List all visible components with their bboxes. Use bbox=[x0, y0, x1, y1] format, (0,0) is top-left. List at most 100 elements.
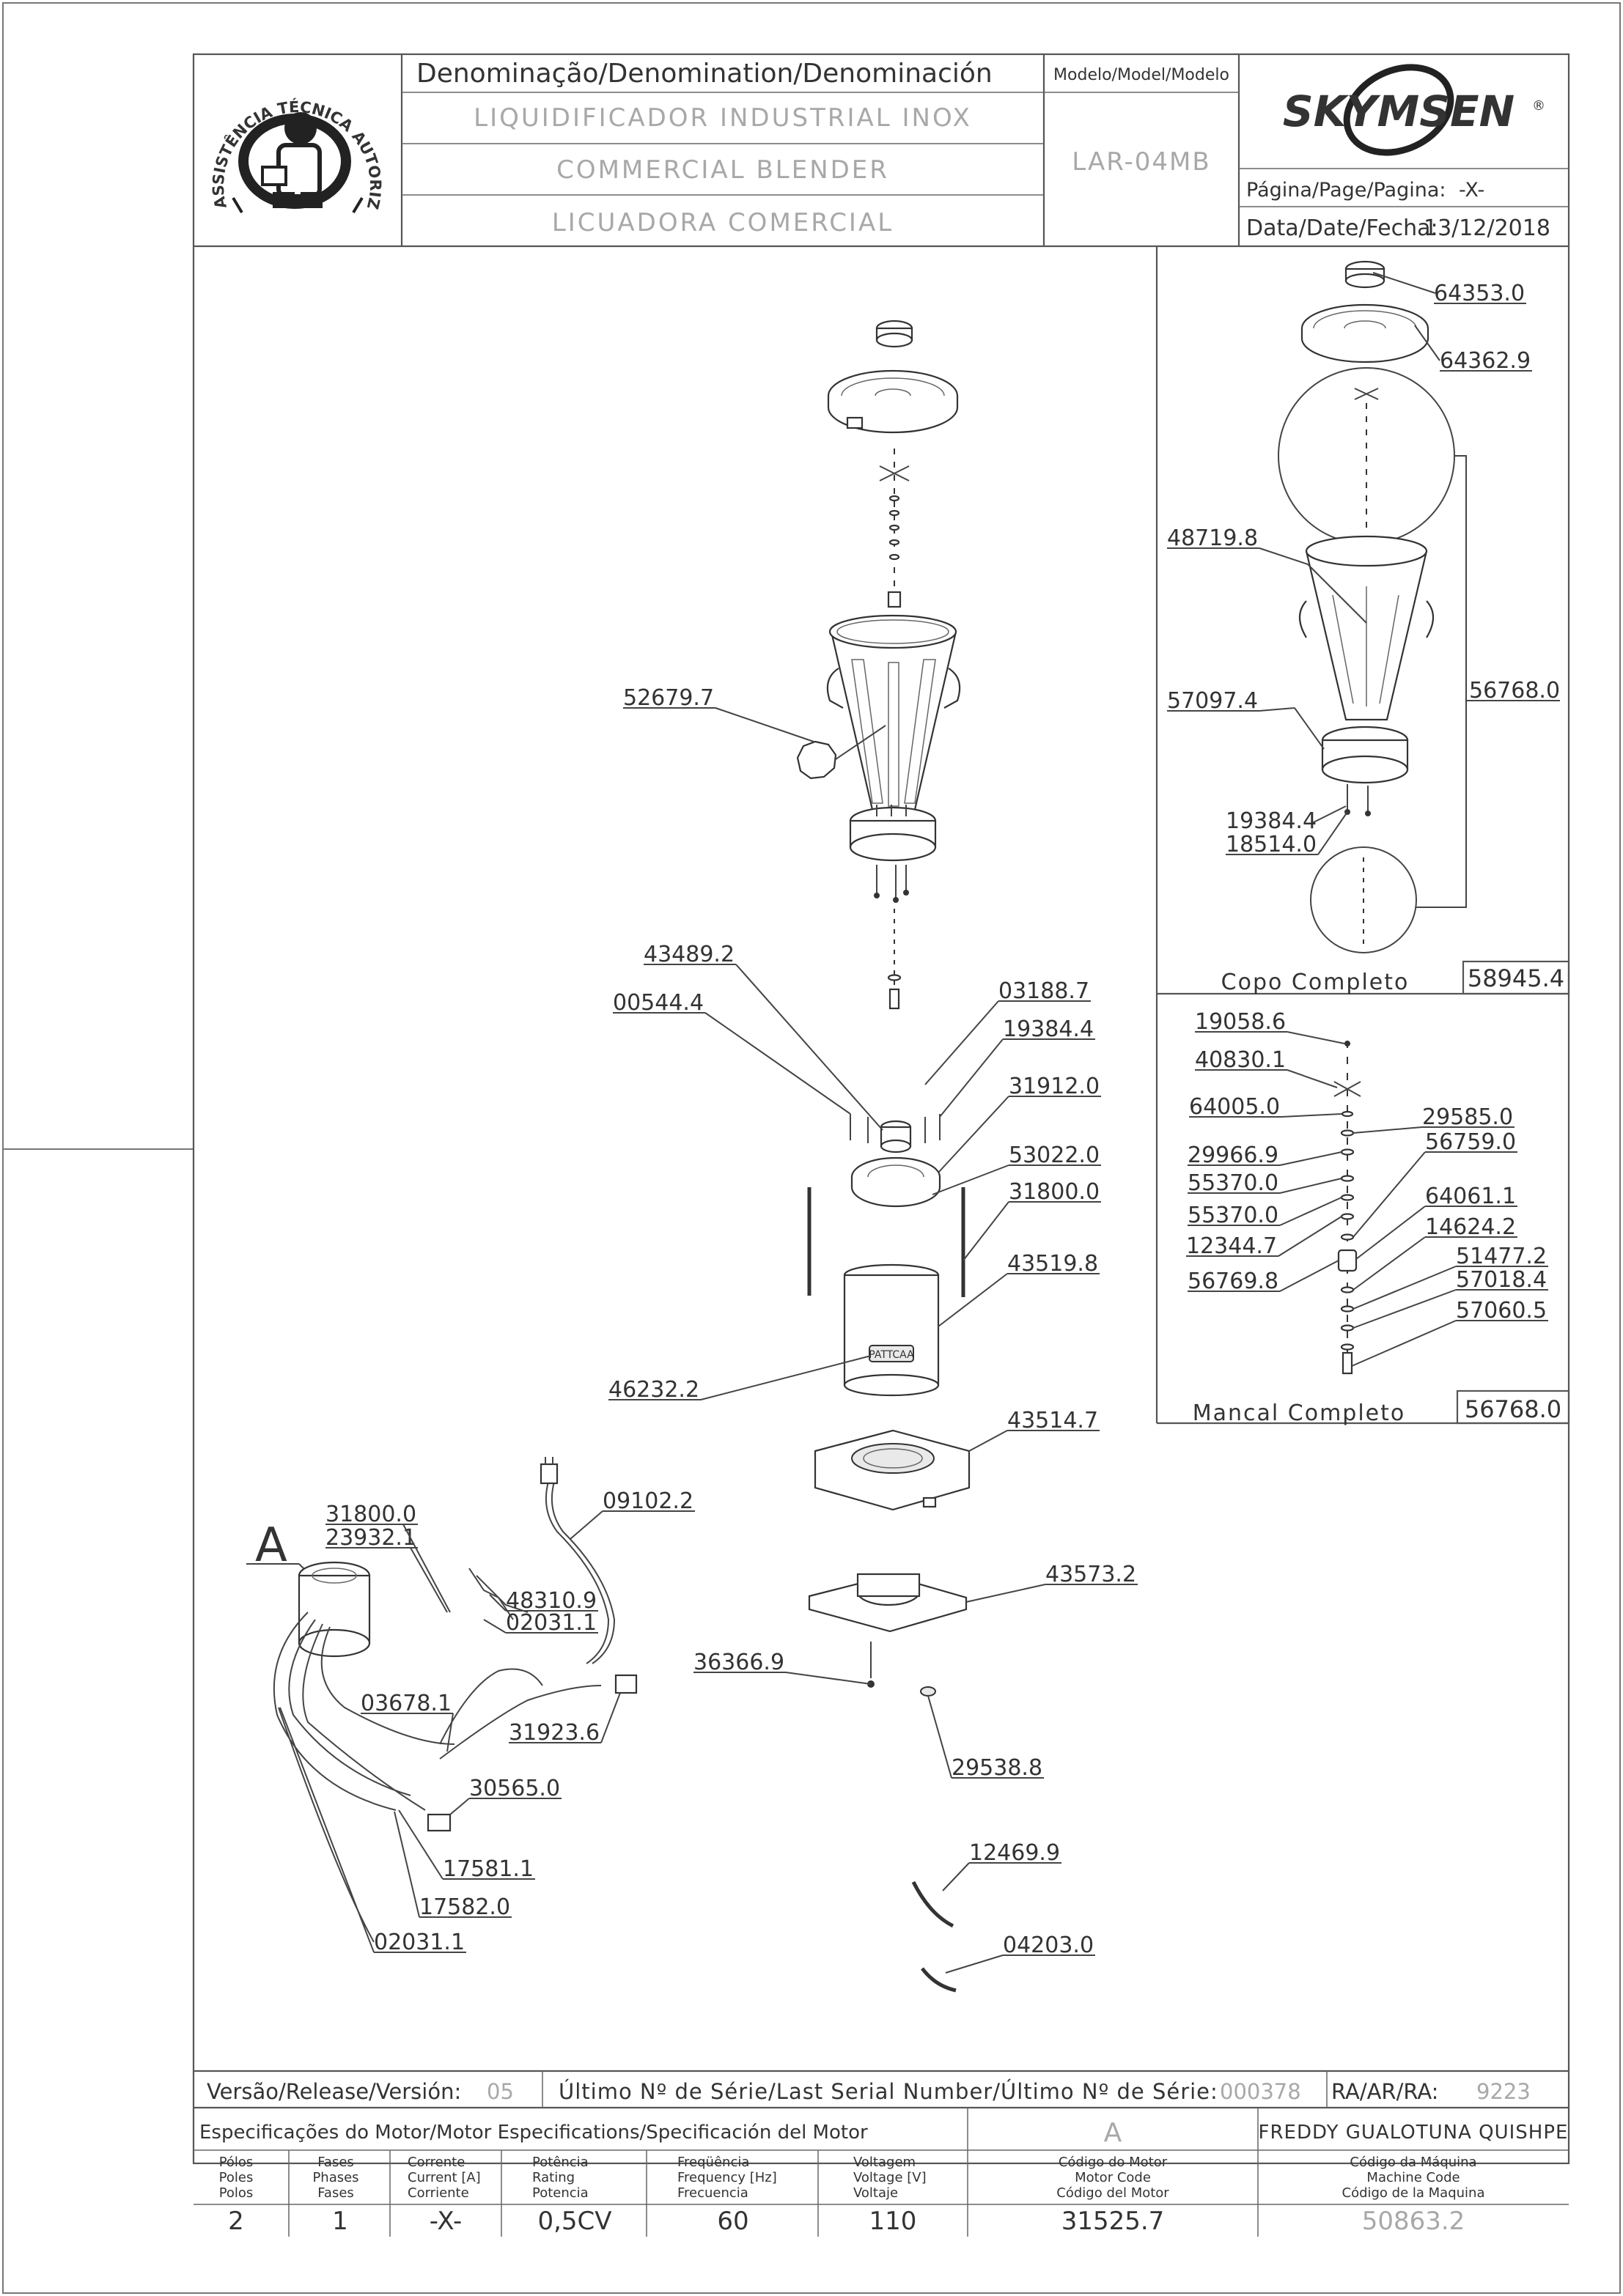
col-rating-l3: Potencia bbox=[532, 2185, 589, 2201]
value-poles: 2 bbox=[228, 2207, 244, 2236]
label-48310: 48310.9 bbox=[506, 1588, 597, 1614]
label-43519: 43519.8 bbox=[1007, 1251, 1098, 1277]
motor-variant: A bbox=[1104, 2118, 1122, 2148]
product-name-es: LICUADORA COMERCIAL bbox=[552, 208, 894, 237]
value-voltage: 110 bbox=[869, 2207, 917, 2236]
label-29966: 29966.9 bbox=[1188, 1143, 1278, 1168]
ra-value: 9223 bbox=[1476, 2079, 1531, 2104]
label-03678: 03678.1 bbox=[361, 1691, 452, 1716]
label-56768-copo: 56768.0 bbox=[1469, 678, 1560, 704]
col-voltage-l2: Voltage [V] bbox=[853, 2170, 927, 2185]
label-30565: 30565.0 bbox=[469, 1776, 560, 1801]
product-name-pt: LIQUIDIFICADOR INDUSTRIAL INOX bbox=[474, 103, 972, 133]
label-48719: 48719.8 bbox=[1167, 525, 1258, 551]
col-motor-code-l1: Código do Motor bbox=[1059, 2155, 1168, 2170]
label-17581: 17581.1 bbox=[443, 1856, 534, 1882]
label-57018: 57018.4 bbox=[1456, 1267, 1547, 1293]
brand-registered-mark: ® bbox=[1532, 98, 1545, 114]
label-12344: 12344.7 bbox=[1186, 1233, 1277, 1259]
label-43489: 43489.2 bbox=[644, 942, 735, 967]
label-02031-a: 02031.1 bbox=[506, 1610, 597, 1636]
main-exploded-view: 52679.7 PATTCAA bbox=[608, 320, 1138, 1993]
col-rating-l2: Rating bbox=[532, 2170, 575, 2185]
col-frequency-l2: Frequency [Hz] bbox=[677, 2170, 777, 2185]
brand-name: SKYMSEN bbox=[1283, 86, 1515, 136]
technician-name: FREDDY GUALOTUNA QUISHPE bbox=[1259, 2122, 1569, 2144]
col-rating-l1: Potência bbox=[532, 2155, 589, 2170]
motor-spec-label: Especificações do Motor/Motor Especifica… bbox=[199, 2122, 868, 2144]
drawing-frame bbox=[192, 53, 1570, 2165]
col-phases-l3: Fases bbox=[317, 2185, 354, 2201]
col-phases-l1: Fases bbox=[317, 2155, 354, 2170]
label-14624: 14624.2 bbox=[1425, 1214, 1516, 1240]
title-block: ASSISTÊNCIA TÉCNICA AUTORIZADA Denominaç… bbox=[0, 0, 1569, 248]
date-label: Data/Date/Fecha: bbox=[1246, 215, 1438, 241]
col-machine-code-l3: Código de la Maquina bbox=[1342, 2185, 1485, 2201]
label-55370-a: 55370.0 bbox=[1188, 1170, 1278, 1196]
model-value: LAR-04MB bbox=[1072, 147, 1210, 177]
value-motor-code: 31525.7 bbox=[1061, 2207, 1165, 2236]
label-57097: 57097.4 bbox=[1167, 688, 1258, 714]
label-29585: 29585.0 bbox=[1422, 1104, 1513, 1130]
label-46232: 46232.2 bbox=[608, 1377, 699, 1403]
label-31800-wiring: 31800.0 bbox=[325, 1502, 416, 1527]
mancal-completo-title: Mancal Completo bbox=[1193, 1400, 1406, 1426]
col-frequency-l3: Frecuencia bbox=[677, 2185, 748, 2201]
col-poles-l2: Poles bbox=[219, 2170, 254, 2185]
motor-label-plate: PATTCAA bbox=[869, 1349, 914, 1361]
label-51477: 51477.2 bbox=[1456, 1244, 1547, 1269]
col-machine-code-l1: Código da Máquina bbox=[1350, 2155, 1476, 2170]
label-12469: 12469.9 bbox=[969, 1840, 1060, 1866]
skymsen-logo: SKYMSEN ® bbox=[1283, 64, 1545, 156]
release-value: 05 bbox=[487, 2079, 514, 2104]
label-19384-main: 19384.4 bbox=[1003, 1016, 1094, 1042]
page-label: Página/Page/Pagina: bbox=[1246, 179, 1446, 202]
page-value: -X- bbox=[1459, 179, 1484, 202]
label-43514: 43514.7 bbox=[1007, 1408, 1098, 1433]
label-29538: 29538.8 bbox=[952, 1755, 1042, 1781]
date-value: 13/12/2018 bbox=[1424, 215, 1550, 241]
label-31800-main: 31800.0 bbox=[1009, 1179, 1100, 1205]
serial-value: 000378 bbox=[1220, 2079, 1301, 2104]
copo-completo-title: Copo Completo bbox=[1221, 970, 1410, 995]
label-00544: 00544.4 bbox=[613, 990, 704, 1016]
col-voltage-l3: Voltaje bbox=[853, 2185, 898, 2201]
footer-table: Versão/Release/Versión: 05 Último Nº de … bbox=[194, 2070, 1569, 2237]
value-frequency: 60 bbox=[717, 2207, 748, 2236]
denomination-label: Denominação/Denomination/Denominación bbox=[416, 59, 993, 89]
col-machine-code-l2: Machine Code bbox=[1366, 2170, 1460, 2185]
label-02031-b: 02031.1 bbox=[374, 1930, 465, 1955]
detail-a-wiring: A 31800.0 23932.1 09102.2 bbox=[246, 1457, 695, 1955]
label-18514: 18514.0 bbox=[1226, 832, 1317, 857]
release-label: Versão/Release/Versión: bbox=[207, 2079, 461, 2104]
label-04203: 04203.0 bbox=[1003, 1933, 1094, 1958]
value-rating: 0,5CV bbox=[537, 2207, 611, 2236]
value-current: -X- bbox=[430, 2207, 462, 2236]
col-frequency-l1: Freqüência bbox=[677, 2155, 749, 2170]
serial-label: Último Nº de Série/Last Serial Number/Úl… bbox=[559, 2079, 1218, 2104]
label-64005: 64005.0 bbox=[1189, 1094, 1280, 1120]
label-31912: 31912.0 bbox=[1009, 1074, 1100, 1099]
authorized-service-logo: ASSISTÊNCIA TÉCNICA AUTORIZADA bbox=[0, 0, 384, 237]
label-36366: 36366.9 bbox=[693, 1650, 784, 1675]
mancal-completo-panel: 19058.6 40830.1 64005.0 29585.0 56759.0 … bbox=[1186, 1009, 1561, 1426]
col-phases-l2: Phases bbox=[312, 2170, 358, 2185]
label-56759: 56759.0 bbox=[1425, 1129, 1516, 1155]
label-03188: 03188.7 bbox=[998, 978, 1089, 1004]
label-43573: 43573.2 bbox=[1045, 1562, 1136, 1587]
value-phases: 1 bbox=[332, 2207, 348, 2236]
label-19384-copo: 19384.4 bbox=[1226, 808, 1317, 834]
copo-completo-code: 58945.4 bbox=[1468, 964, 1564, 992]
mancal-completo-code: 56768.0 bbox=[1465, 1395, 1561, 1423]
col-poles-l3: Polos bbox=[219, 2185, 254, 2201]
product-name-en: COMMERCIAL BLENDER bbox=[556, 155, 889, 185]
label-64353: 64353.0 bbox=[1434, 281, 1525, 306]
label-31923: 31923.6 bbox=[509, 1720, 600, 1746]
value-machine-code: 50863.2 bbox=[1362, 2207, 1465, 2236]
label-09102: 09102.2 bbox=[603, 1488, 693, 1514]
label-19058: 19058.6 bbox=[1195, 1009, 1286, 1035]
label-52679: 52679.7 bbox=[623, 685, 714, 711]
label-57060: 57060.5 bbox=[1456, 1298, 1547, 1324]
col-current-l2: Current [A] bbox=[408, 2170, 481, 2185]
